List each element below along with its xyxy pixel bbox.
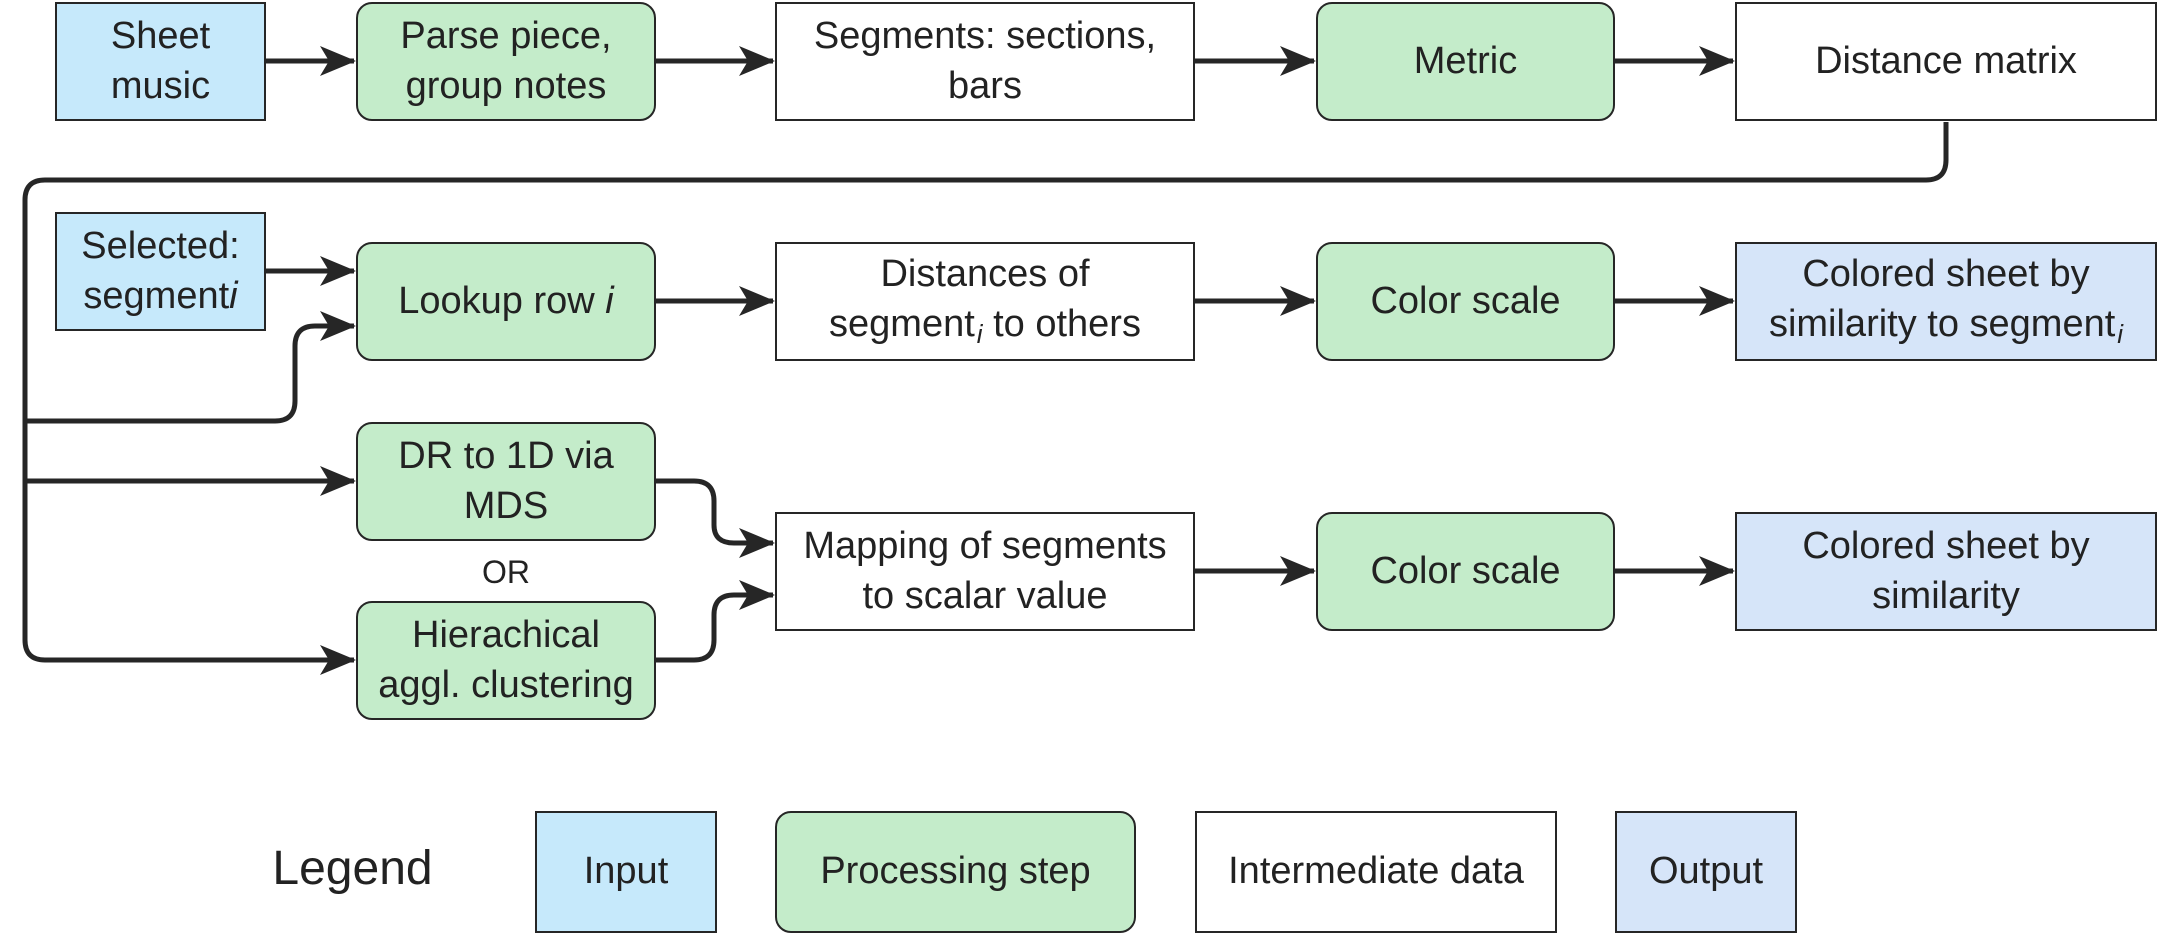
distances-line1: Distances of xyxy=(880,253,1090,296)
or-label: OR xyxy=(482,553,530,590)
node-hier-clustering: Hierachical aggl. clustering xyxy=(356,601,656,720)
legend-processing: Processing step xyxy=(775,811,1136,933)
node-colored-sheet-segment: Colored sheet by similarity to segmenti xyxy=(1735,242,2157,361)
legend-input: Input xyxy=(535,811,717,933)
legend-intermediate: Intermediate data xyxy=(1195,811,1557,933)
edge-trunk-to-lookup xyxy=(25,311,356,424)
node-lookup-row-label: Lookup row i xyxy=(398,277,613,326)
edge-clustering-to-mapping xyxy=(656,580,775,663)
node-selected-segment: Selected: segmenti xyxy=(55,212,266,331)
legend-output-label: Output xyxy=(1648,850,1764,893)
legend-input-label: Input xyxy=(583,850,669,893)
legend-processing-label: Processing step xyxy=(820,850,1091,893)
node-distances-label: Distances of segmenti to others xyxy=(829,250,1141,352)
node-color-scale-2-label: Color scale xyxy=(1370,549,1561,592)
node-metric-label: Metric xyxy=(1413,39,1518,82)
node-dr-mds: DR to 1D via MDS xyxy=(356,422,656,541)
node-colored-sheet-label: Colored sheet by similarity xyxy=(1802,525,2090,617)
node-sheet-music-label: Sheet music xyxy=(110,15,211,107)
node-mapping-label: Mapping of segments to scalar value xyxy=(803,525,1167,617)
lookup-row-var: i xyxy=(605,279,614,322)
distances-rest: to others xyxy=(993,302,1141,345)
node-parse-piece: Parse piece, group notes xyxy=(356,2,656,121)
node-mapping: Mapping of segments to scalar value xyxy=(775,512,1195,631)
edge-distance-to-trunk xyxy=(22,122,1949,675)
node-color-scale-2: Color scale xyxy=(1316,512,1615,631)
legend-output: Output xyxy=(1615,811,1797,933)
node-metric: Metric xyxy=(1316,2,1615,121)
distances-subscript: i xyxy=(976,321,983,350)
node-dr-mds-label: DR to 1D via MDS xyxy=(398,435,614,527)
distances-word: segment xyxy=(829,302,975,345)
node-color-scale-1-label: Color scale xyxy=(1370,279,1561,322)
node-colored-sheet-segment-label: Colored sheet by similarity to segmenti xyxy=(1769,250,2123,352)
node-distances: Distances of segmenti to others xyxy=(775,242,1195,361)
lookup-row-text: Lookup row xyxy=(398,279,595,322)
colored-segment-line1: Colored sheet by xyxy=(1802,253,2090,296)
selected-line1: Selected: xyxy=(81,225,240,268)
selected-subscript: i xyxy=(229,274,238,317)
colored-segment-text: similarity to segment xyxy=(1768,302,2116,345)
node-colored-sheet: Colored sheet by similarity xyxy=(1735,512,2157,631)
node-selected-segment-label: Selected: segmenti xyxy=(81,222,239,321)
node-color-scale-1: Color scale xyxy=(1316,242,1615,361)
node-parse-piece-label: Parse piece, group notes xyxy=(400,15,612,107)
node-hier-clustering-label: Hierachical aggl. clustering xyxy=(378,614,634,706)
node-sheet-music: Sheet music xyxy=(55,2,266,121)
legend-intermediate-label: Intermediate data xyxy=(1228,850,1524,893)
node-distance-matrix: Distance matrix xyxy=(1735,2,2157,121)
selected-word: segment xyxy=(83,274,230,317)
node-segments-label: Segments: sections, bars xyxy=(813,15,1157,107)
node-segments: Segments: sections, bars xyxy=(775,2,1195,121)
node-distance-matrix-label: Distance matrix xyxy=(1815,39,2077,82)
legend-title: Legend xyxy=(272,841,433,895)
colored-segment-subscript: i xyxy=(2117,321,2124,350)
node-lookup-row: Lookup row i xyxy=(356,242,656,361)
edge-mds-to-mapping xyxy=(656,478,775,558)
